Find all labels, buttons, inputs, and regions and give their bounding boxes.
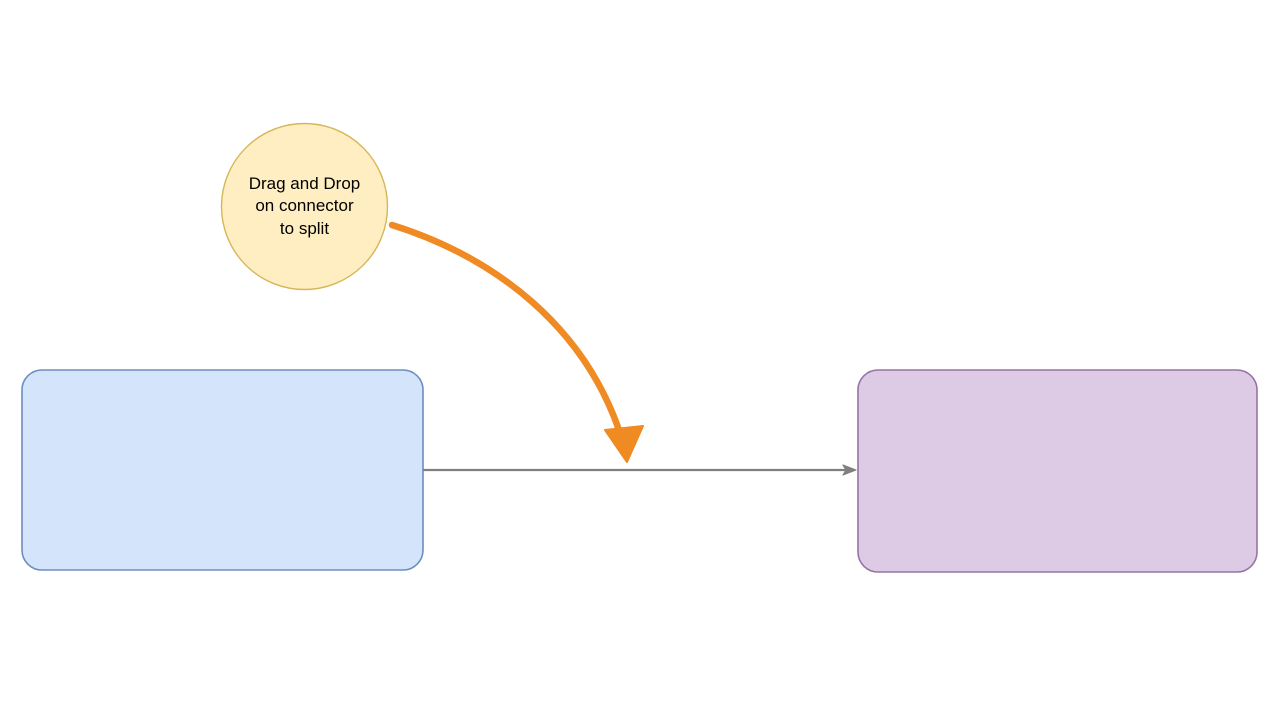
highlight-arrowhead-icon <box>604 425 644 463</box>
highlight-arrow-curve <box>388 221 623 434</box>
connector-source-to-target[interactable] <box>423 464 857 476</box>
source-box[interactable] <box>21 369 424 571</box>
highlight-arrow <box>388 221 644 463</box>
hint-bubble[interactable] <box>220 122 389 291</box>
target-box[interactable] <box>857 369 1258 573</box>
connector-arrowhead-icon <box>842 464 857 476</box>
